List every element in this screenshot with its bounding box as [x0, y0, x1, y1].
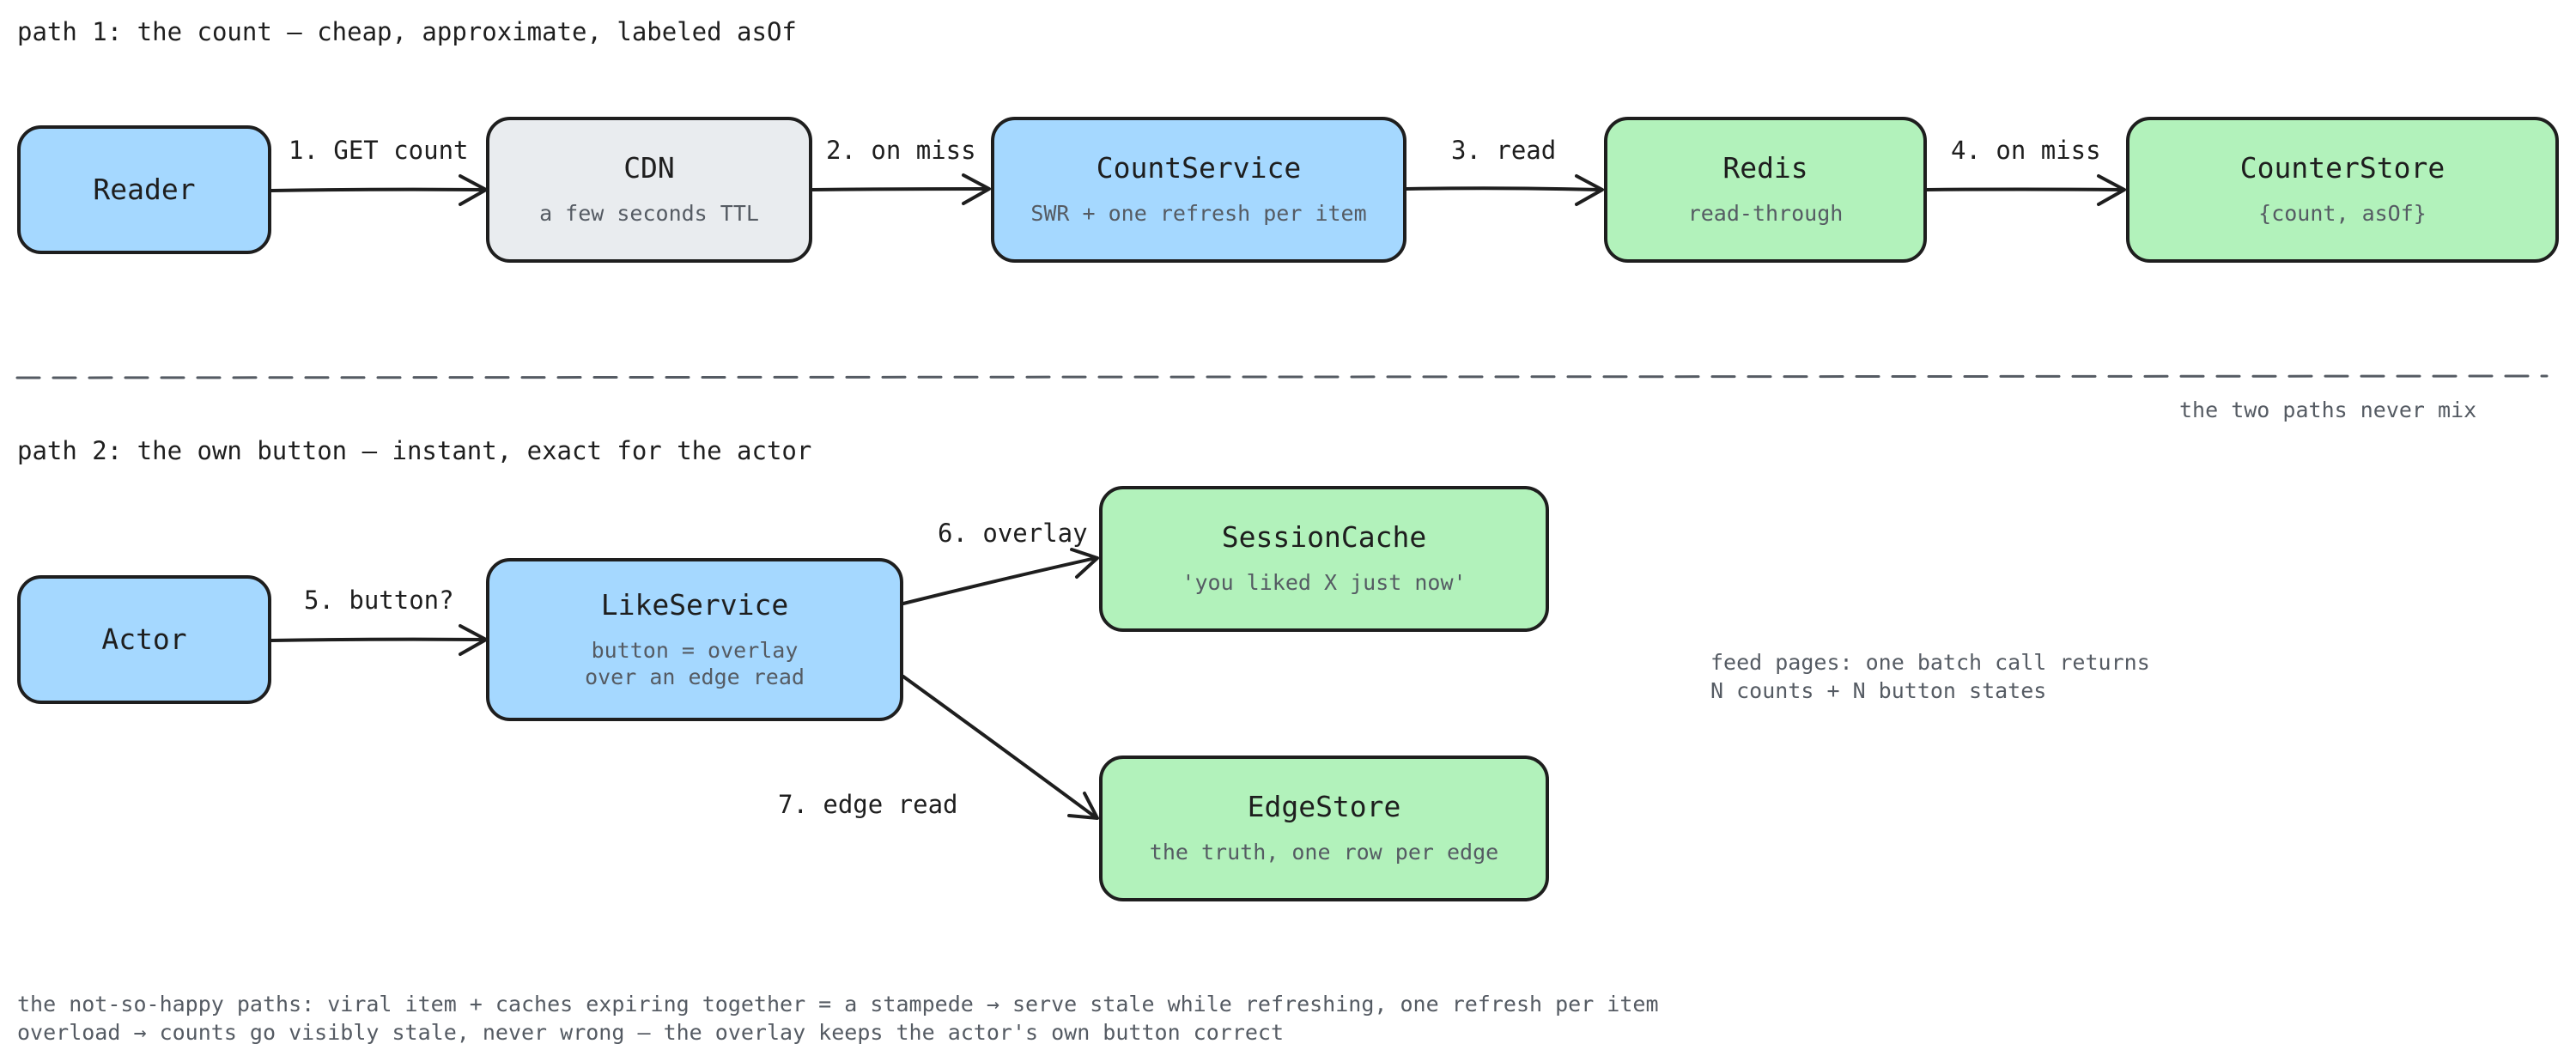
- arrow-likeservice-to-edgestore: [902, 675, 1099, 820]
- node-likeservice-sub: button = overlay over an edge read: [585, 637, 805, 689]
- node-cdn[interactable]: CDN a few seconds TTL: [486, 117, 812, 263]
- node-redis-sub: read-through: [1687, 201, 1844, 227]
- node-counterstore-sub: {count, asOf}: [2258, 201, 2427, 227]
- node-counterstore-title: CounterStore: [2239, 151, 2445, 185]
- arrow-redis-to-counterstore: [1925, 174, 2126, 206]
- edge-label-7: 7. edge read: [778, 790, 958, 819]
- footer-note: the not-so-happy paths: viral item + cac…: [17, 992, 1659, 1045]
- node-countservice[interactable]: CountService SWR + one refresh per item: [991, 117, 1406, 263]
- node-redis-title: Redis: [1722, 151, 1808, 185]
- edge-label-1: 1. GET count: [289, 136, 469, 165]
- feed-note: feed pages: one batch call returns N cou…: [1710, 650, 2150, 703]
- node-likeservice[interactable]: LikeService button = overlay over an edg…: [486, 558, 903, 721]
- path2-heading: path 2: the own button — instant, exact …: [17, 436, 812, 465]
- arrow-reader-to-cdn: [270, 174, 488, 206]
- divider-line: [15, 374, 2549, 379]
- node-countservice-sub: SWR + one refresh per item: [1030, 201, 1367, 227]
- node-edgestore-sub: the truth, one row per edge: [1149, 840, 1499, 865]
- node-counterstore[interactable]: CounterStore {count, asOf}: [2126, 117, 2559, 263]
- node-actor-title: Actor: [101, 622, 187, 657]
- node-sessioncache-title: SessionCache: [1221, 520, 1427, 555]
- node-edgestore-title: EdgeStore: [1247, 790, 1401, 824]
- node-redis[interactable]: Redis read-through: [1604, 117, 1927, 263]
- node-reader-title: Reader: [93, 173, 196, 207]
- node-cdn-title: CDN: [623, 151, 675, 185]
- node-sessioncache[interactable]: SessionCache 'you liked X just now': [1099, 486, 1549, 632]
- node-actor[interactable]: Actor: [17, 575, 271, 704]
- node-likeservice-title: LikeService: [600, 587, 789, 622]
- node-countservice-title: CountService: [1096, 151, 1302, 185]
- arrow-likeservice-to-sessioncache: [902, 548, 1099, 605]
- edge-label-4: 4. on miss: [1951, 136, 2101, 165]
- path1-heading: path 1: the count — cheap, approximate, …: [17, 17, 797, 46]
- edge-label-2: 2. on miss: [826, 136, 976, 165]
- arrow-actor-to-likeservice: [270, 624, 488, 656]
- node-reader[interactable]: Reader: [17, 125, 271, 254]
- node-cdn-sub: a few seconds TTL: [539, 201, 759, 227]
- edge-label-6: 6. overlay: [938, 519, 1088, 548]
- edge-label-5: 5. button?: [304, 586, 454, 615]
- arrow-cdn-to-countservice: [811, 173, 991, 205]
- divider-note: the two paths never mix: [2179, 397, 2477, 422]
- node-edgestore[interactable]: EdgeStore the truth, one row per edge: [1099, 756, 1549, 901]
- edge-label-3: 3. read: [1451, 136, 1557, 165]
- arrow-countservice-to-redis: [1405, 174, 1604, 206]
- node-sessioncache-sub: 'you liked X just now': [1182, 570, 1467, 596]
